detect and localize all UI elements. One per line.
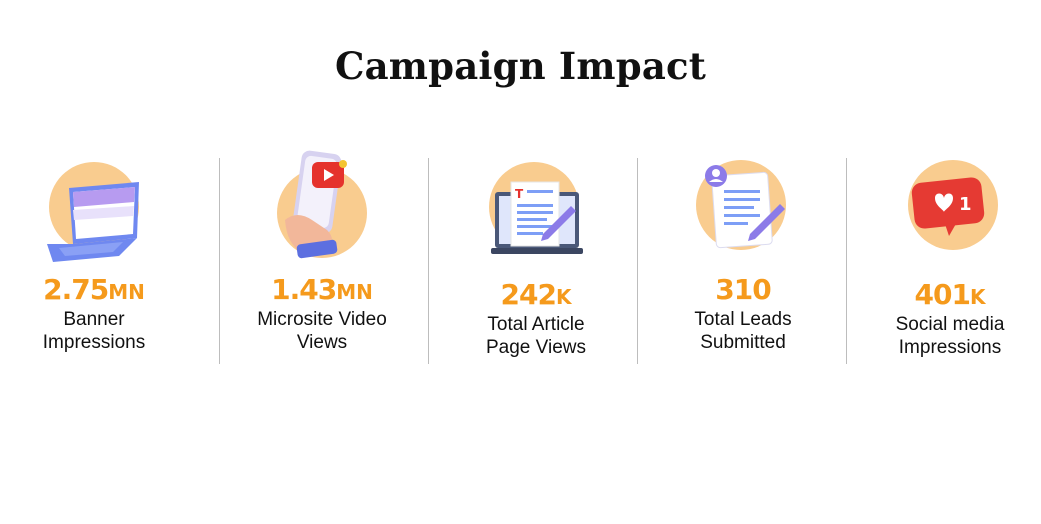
- stat-banner-impressions: 2.75MN Banner Impressions: [0, 150, 194, 365]
- stat-microsite-video-views: 1.43MN Microsite Video Views: [222, 150, 422, 365]
- like-notification-icon: 1: [895, 154, 1005, 264]
- stat-label: Microsite Video Views: [257, 309, 387, 353]
- article-icon: T: [481, 158, 591, 268]
- stat-value: 310: [715, 273, 771, 306]
- stat-total-article-page-views: T 242K Total Article Page Views: [436, 150, 636, 365]
- laptop-icon: [39, 158, 149, 268]
- stat-total-leads-submitted: 310 Total Leads Submitted: [643, 150, 843, 365]
- stat-value: 1.43MN: [271, 273, 373, 306]
- stat-value: 242K: [500, 278, 572, 311]
- divider: [846, 158, 847, 364]
- divider: [428, 158, 429, 364]
- svg-text:T: T: [515, 187, 524, 201]
- phone-video-icon: [267, 150, 377, 260]
- divider: [219, 158, 220, 364]
- divider: [637, 158, 638, 364]
- stat-label: Banner Impressions: [42, 309, 146, 353]
- stat-value: 2.75MN: [43, 273, 145, 306]
- lead-form-icon: [688, 154, 798, 264]
- stat-value: 401K: [914, 278, 986, 311]
- page-title: Campaign Impact: [334, 44, 707, 88]
- stat-label: Total Article Page Views: [486, 314, 586, 358]
- stat-label: Total Leads Submitted: [694, 309, 792, 353]
- svg-text:1: 1: [959, 194, 972, 215]
- stat-label: Social media Impressions: [895, 314, 1005, 358]
- stat-social-media-impressions: 1 401K Social media Impressions: [850, 150, 1041, 365]
